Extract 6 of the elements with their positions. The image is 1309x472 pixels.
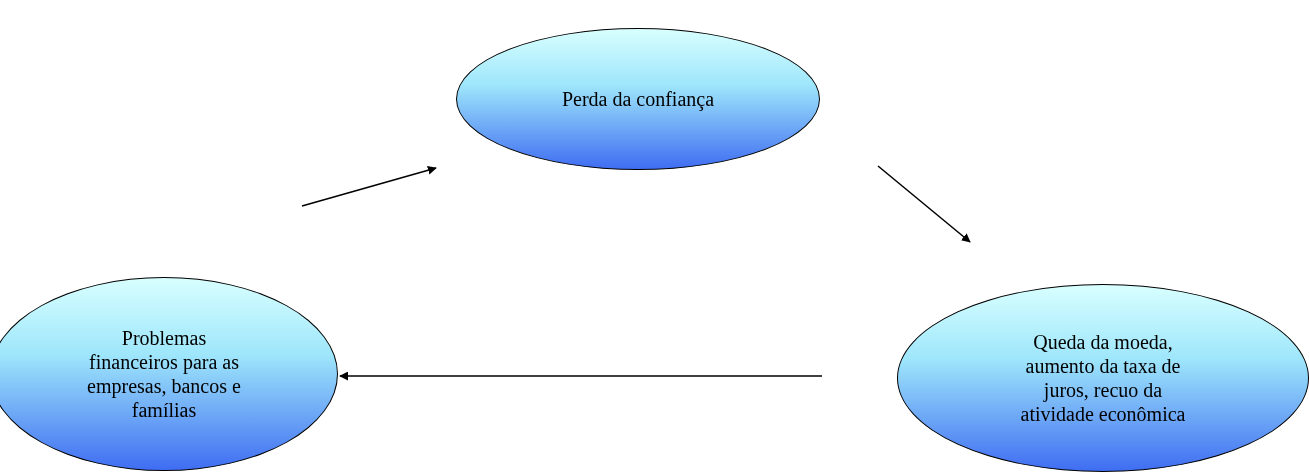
- node-text: Queda da moeda, aumento da taxa de juros, recuo da atividade econômica: [1019, 330, 1187, 426]
- arrow: [339, 371, 823, 381]
- node-text: Problemas financeiros para as empresas, bancos e famílias: [86, 326, 242, 422]
- arrow: [301, 165, 437, 207]
- arrow: [877, 165, 971, 243]
- node-text: Perda da confiança: [561, 87, 715, 111]
